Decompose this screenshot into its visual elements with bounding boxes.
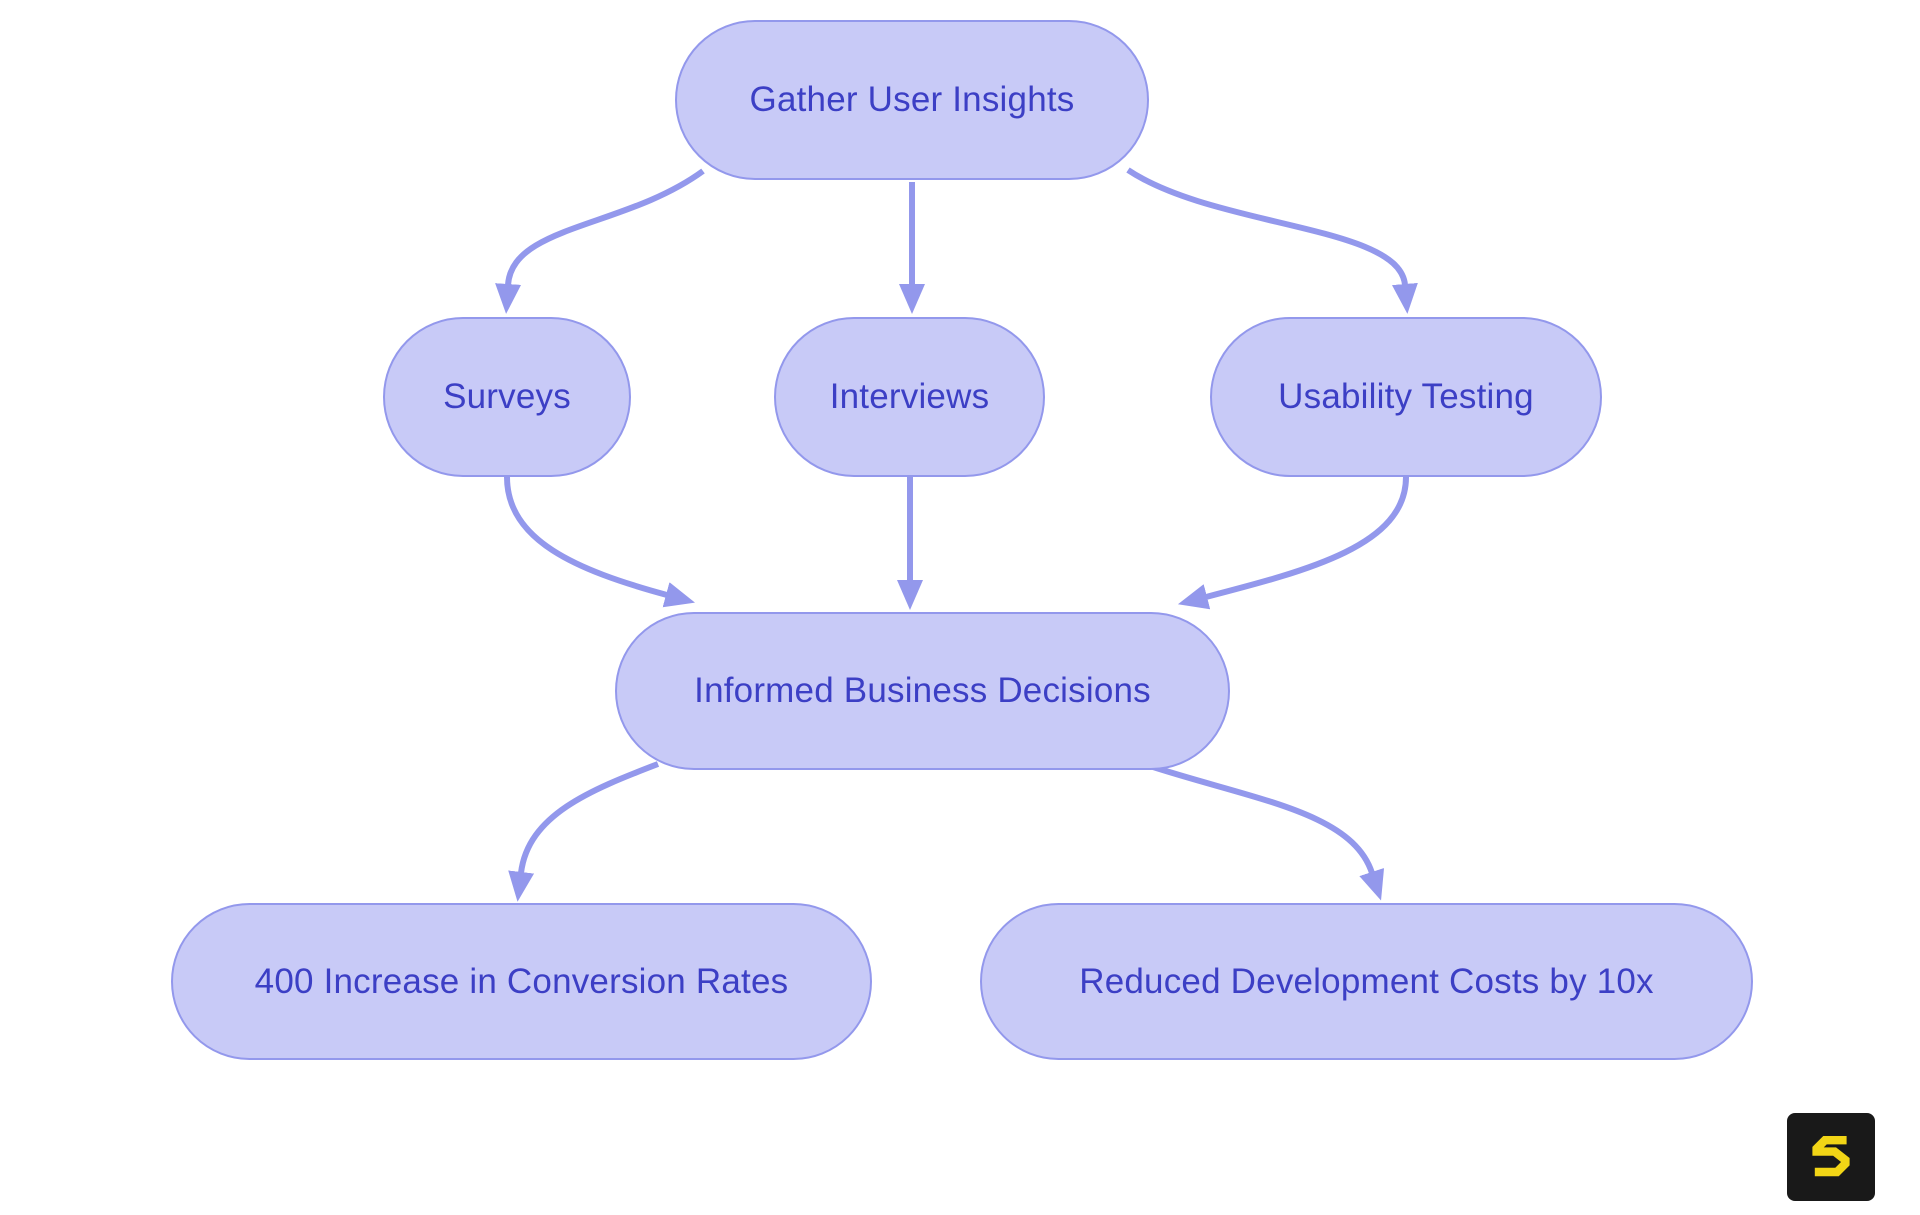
node-label: Reduced Development Costs by 10x	[1079, 961, 1654, 1001]
edge-informed-costs	[1149, 763, 1385, 901]
edge-gather-usability	[1126, 167, 1418, 314]
node-label: Interviews	[829, 377, 990, 416]
s-logo-icon	[1812, 1136, 1850, 1177]
node-label: Informed Business Decisions	[694, 671, 1151, 710]
edge-usability-informed	[1177, 476, 1409, 610]
node-label: 400 Increase in Conversion Rates	[254, 961, 789, 1001]
node-label: Surveys	[443, 377, 571, 416]
edge-gather-surveys	[495, 168, 705, 314]
brand-logo	[1787, 1113, 1875, 1201]
edge-informed-conversion	[508, 761, 660, 902]
node-interviews: Interviews	[774, 317, 1045, 477]
node-reduced-costs: Reduced Development Costs by 10x	[980, 903, 1753, 1060]
node-label: Gather User Insights	[749, 80, 1075, 119]
node-conversion-rates: 400 Increase in Conversion Rates	[171, 903, 872, 1060]
node-informed-business-decisions: Informed Business Decisions	[615, 612, 1230, 770]
node-surveys: Surveys	[383, 317, 631, 477]
node-label: Usability Testing	[1278, 377, 1534, 416]
edge-surveys-informed	[504, 476, 695, 608]
node-usability-testing: Usability Testing	[1210, 317, 1602, 477]
node-gather-user-insights: Gather User Insights	[675, 20, 1149, 180]
